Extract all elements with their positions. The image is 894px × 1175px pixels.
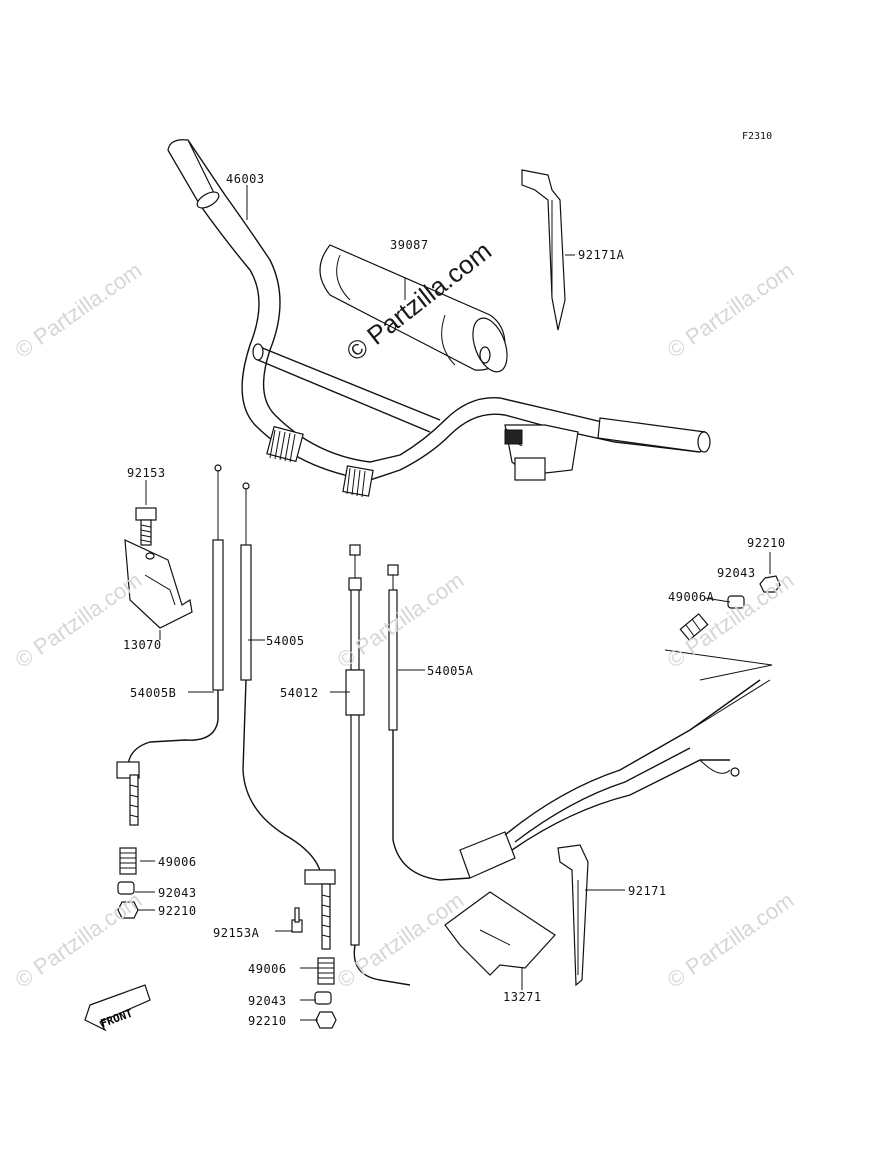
- part-label-92171[interactable]: 92171: [628, 884, 667, 898]
- part-label-92153[interactable]: 92153: [127, 466, 166, 480]
- leader-lines: [135, 552, 771, 1021]
- nut-92043-left: [117, 881, 135, 895]
- nut-92210-mid: [315, 1011, 337, 1029]
- cable-54012: [345, 544, 411, 986]
- part-label-54005[interactable]: 54005: [266, 634, 305, 648]
- part-label-54012[interactable]: 54012: [280, 686, 319, 700]
- part-label-13070[interactable]: 13070: [123, 638, 162, 652]
- part-label-92153A[interactable]: 92153A: [213, 926, 260, 940]
- part-label-39087[interactable]: 39087: [390, 238, 429, 252]
- part-label-92171A[interactable]: 92171A: [578, 248, 625, 262]
- adjuster-49006-left: [119, 847, 137, 875]
- pad-39087: [319, 244, 508, 373]
- cable-54005B: [116, 464, 224, 826]
- part-label-92210[interactable]: 92210: [747, 536, 786, 550]
- part-label-54005A[interactable]: 54005A: [427, 664, 474, 678]
- part-label-46003[interactable]: 46003: [226, 172, 265, 186]
- part-label-49006[interactable]: 49006: [248, 962, 287, 976]
- part-label-92210[interactable]: 92210: [158, 904, 197, 918]
- bolt-92153: [135, 480, 157, 546]
- nut-92043-mid: [314, 991, 332, 1005]
- brake-cable-assembly: [459, 649, 773, 879]
- cable-54005A: [387, 564, 471, 881]
- part-label-49006[interactable]: 49006: [158, 855, 197, 869]
- part-label-92043[interactable]: 92043: [717, 566, 756, 580]
- part-label-92043[interactable]: 92043: [248, 994, 287, 1008]
- cable-54005: [240, 482, 336, 950]
- front-arrow-icon: [84, 984, 151, 1032]
- part-label-54005B[interactable]: 54005B: [130, 686, 177, 700]
- figure-code: F2310: [742, 131, 773, 142]
- bolt-92153A: [291, 907, 303, 933]
- nut-92210-left: [117, 901, 139, 919]
- part-label-13271[interactable]: 13271: [503, 990, 542, 1004]
- nut-92210-upper: [759, 575, 781, 593]
- part-label-92210[interactable]: 92210: [248, 1014, 287, 1028]
- adjuster-49006A: [679, 613, 709, 641]
- adjuster-49006-mid: [317, 957, 335, 985]
- bracket-13271: [444, 891, 556, 990]
- bracket-13070: [124, 539, 193, 640]
- part-label-92043[interactable]: 92043: [158, 886, 197, 900]
- cable-tie-92171A: [521, 169, 575, 331]
- part-label-49006A[interactable]: 49006A: [668, 590, 715, 604]
- cable-tie-92171: [557, 844, 589, 987]
- handlebar-46003: [167, 139, 711, 498]
